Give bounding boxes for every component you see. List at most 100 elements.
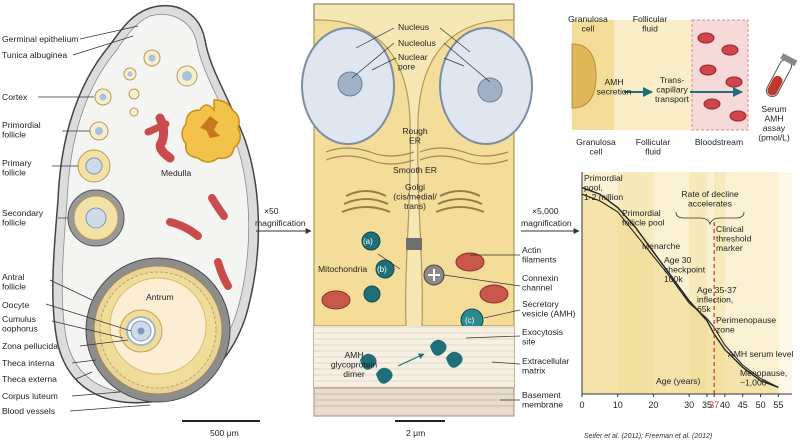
nucleolus-right bbox=[477, 77, 503, 103]
menopause-label: Menopause,~1,000 bbox=[740, 368, 787, 388]
rough-er bbox=[325, 147, 509, 165]
x-tick-label: 0 bbox=[579, 400, 584, 410]
nucleolus-left bbox=[337, 71, 363, 97]
follicle-pool-line bbox=[581, 186, 779, 388]
primordial-follicle-oocyte bbox=[127, 71, 133, 77]
oocyte-label: Oocyte bbox=[2, 300, 29, 310]
amh-dimer-icons bbox=[360, 339, 463, 384]
x-tick-label: 45 bbox=[738, 400, 748, 410]
arrow1-text: magnification bbox=[255, 218, 306, 228]
ovary-scale-label: 500 μm bbox=[210, 428, 239, 438]
x-tick-label: 55 bbox=[773, 400, 783, 410]
primary-follicle-oocyte bbox=[85, 157, 103, 175]
marker-a: (a) bbox=[363, 237, 373, 246]
golgi-label: Golgi(cis/medial/trans) bbox=[393, 182, 437, 211]
ovary-panel: Medulla Antrum Germinal epitheliumTunica… bbox=[2, 5, 260, 438]
germinal-epithelium-label: Germinal epithelium bbox=[2, 34, 78, 44]
cell-leaders bbox=[351, 27, 521, 401]
blood-vessel bbox=[166, 218, 202, 240]
x-tick-label: 20 bbox=[648, 400, 658, 410]
oocyte-nucleus bbox=[137, 327, 145, 335]
secondary-follicle-oocyte bbox=[85, 207, 107, 229]
primordial-follicle bbox=[128, 88, 140, 100]
corpus-luteum-core bbox=[200, 116, 220, 138]
magnification-arrow-1: ×50 magnification bbox=[255, 206, 312, 234]
primordial-follicle-oocyte bbox=[182, 71, 192, 81]
mitochondria-label: Mitochondria bbox=[318, 264, 367, 274]
follicular-fluid-zone bbox=[614, 20, 692, 130]
x-tick-label: 40 bbox=[720, 400, 730, 410]
blood-vessel bbox=[208, 194, 228, 220]
chart-age-band bbox=[707, 172, 715, 394]
menarche-label: Menarche bbox=[642, 241, 680, 251]
nucleolus-label: Nucleolus bbox=[398, 38, 436, 48]
x-tick-label: 35 bbox=[702, 400, 712, 410]
primordial-follicle-oocyte bbox=[99, 93, 107, 101]
arrow2-mag: ×5,000 bbox=[532, 206, 559, 216]
amh-release-arrow bbox=[397, 353, 425, 367]
nucleus-label: Nucleus bbox=[398, 22, 429, 32]
antrum-label: Antrum bbox=[146, 292, 174, 302]
golgi-right bbox=[435, 190, 485, 213]
extracellular-matrix-fibers bbox=[314, 326, 514, 388]
mitochondrion-oval bbox=[479, 284, 509, 304]
granulosa-cell-shape bbox=[571, 43, 597, 109]
chart-age-band bbox=[714, 172, 725, 394]
test-tube-icon bbox=[765, 53, 798, 98]
connexin-channel-mark bbox=[428, 269, 440, 281]
magnification-arrow-2: ×5,000 magnification bbox=[521, 206, 580, 234]
chart-citation: Seifer et al. (2011); Freeman et al. (20… bbox=[584, 433, 712, 440]
marker-b: (b) bbox=[377, 265, 387, 274]
x-tick-label: 50 bbox=[756, 400, 766, 410]
mitochondria-group bbox=[321, 231, 509, 310]
amh-level-label: AMH serum level bbox=[728, 349, 794, 359]
x-tick-label: 10 bbox=[613, 400, 623, 410]
ovary-leaders bbox=[38, 25, 151, 412]
golgi-left bbox=[341, 190, 391, 213]
arrow2-text: magnification bbox=[521, 218, 572, 228]
mitochondrion bbox=[363, 285, 381, 303]
x-tick-label: 30 bbox=[684, 400, 694, 410]
primordial-follicle-oocyte bbox=[95, 127, 103, 135]
chart-age-band bbox=[724, 172, 779, 394]
zona-pellucida-label: Zona pellucida bbox=[2, 341, 58, 351]
bloodstream-label: Bloodstream bbox=[695, 137, 743, 147]
cortex-label: Cortex bbox=[2, 92, 28, 102]
mitochondrion-b bbox=[375, 259, 395, 279]
tunica-albuginea-label: Tunica albuginea bbox=[2, 50, 67, 60]
amh-serum-line bbox=[581, 193, 779, 388]
theca-externa-label: Theca externa bbox=[2, 374, 57, 384]
theca-interna-label: Theca interna bbox=[2, 358, 55, 368]
basement-membrane bbox=[313, 387, 515, 417]
arrow1-mag: ×50 bbox=[264, 206, 279, 216]
mitochondrion-oval bbox=[455, 252, 485, 272]
primordial-follicle bbox=[129, 107, 139, 117]
